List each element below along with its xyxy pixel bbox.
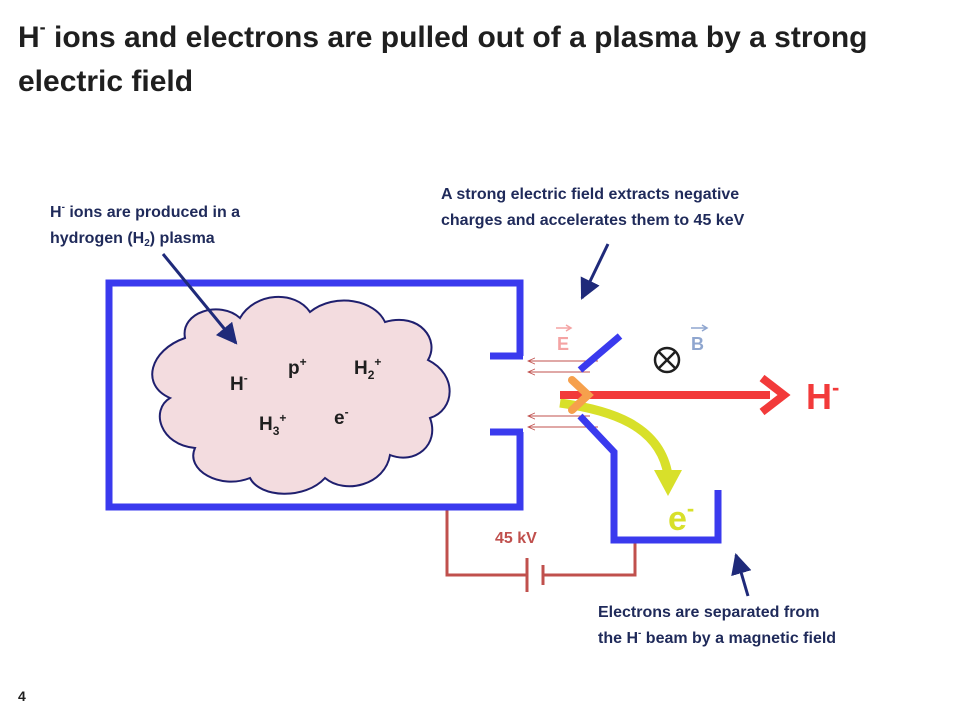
b-field-label: B — [691, 324, 709, 354]
callout-arrow-plasma — [161, 253, 238, 345]
label-proton: p+ — [288, 355, 307, 379]
callout-arrow-separation — [731, 552, 752, 597]
plasma-species: p+ H2+ H- H3+ e- — [230, 355, 381, 438]
note-extraction: A strong electric field extracts negativ… — [441, 182, 744, 234]
extraction-electrode-lower — [577, 413, 722, 544]
circuit-wire-left — [445, 510, 527, 577]
voltage-label: 45 kV — [495, 530, 537, 547]
slide-number: 4 — [18, 688, 26, 704]
note-plasma-l2b: ) plasma — [149, 230, 215, 247]
label-h3-plus: H3+ — [259, 411, 286, 438]
h-minus-beam-arrowhead — [759, 374, 791, 416]
note-plasma-l2a: hydrogen (H — [50, 230, 145, 247]
label-electron: e- — [334, 405, 349, 429]
note-plasma-l1sup: - — [61, 202, 65, 213]
e-field-letter: E — [557, 334, 569, 354]
callout-arrows — [161, 243, 752, 597]
label-h2-plus: H2+ — [354, 355, 381, 382]
note-plasma-l2sub: 2 — [144, 238, 150, 249]
note-separation-l2b: beam by a magnetic field — [641, 630, 837, 647]
plasma-cloud — [151, 296, 451, 495]
label-beam-h-minus: H- — [806, 375, 839, 417]
extraction-electrode-upper — [577, 333, 623, 373]
label-beam-electron: e- — [668, 496, 694, 538]
note-plasma-l1a: H — [50, 204, 62, 221]
note-plasma: H- ions are produced in a hydrogen (H2) … — [50, 200, 240, 252]
callout-arrow-extraction — [580, 243, 610, 300]
note-separation-line1: Electrons are separated from — [598, 604, 820, 621]
e-vector-head — [565, 324, 573, 332]
title-h: H — [18, 21, 40, 54]
b-field-into-page-icon — [653, 346, 681, 374]
note-plasma-l1b: ions are produced in a — [64, 204, 241, 221]
b-vector-head — [701, 324, 709, 332]
beam-entrance-glow — [568, 376, 594, 414]
note-separation-l2sup: - — [638, 628, 642, 639]
slide-title: H- ions and electrons are pulled out of … — [18, 16, 948, 104]
b-field-letter: B — [691, 334, 704, 354]
note-separation: Electrons are separated from the H- beam… — [598, 600, 836, 652]
extraction-electrode — [577, 333, 722, 544]
note-extraction-line2: charges and accelerates them to 45 keV — [441, 212, 745, 229]
e-field-label: E — [556, 324, 573, 354]
chamber-wall — [105, 279, 524, 511]
note-extraction-line1: A strong electric field extracts negativ… — [441, 186, 740, 203]
title-h-sup: - — [39, 17, 46, 37]
label-h-minus: H- — [230, 371, 248, 395]
plasma-chamber — [105, 279, 524, 511]
circuit — [445, 510, 637, 592]
title-rest: ions and electrons are pulled out of a p… — [18, 21, 868, 98]
note-separation-l2a: the H — [598, 630, 638, 647]
electron-beam-arrowhead — [654, 470, 682, 496]
circuit-wire-right — [543, 540, 637, 577]
